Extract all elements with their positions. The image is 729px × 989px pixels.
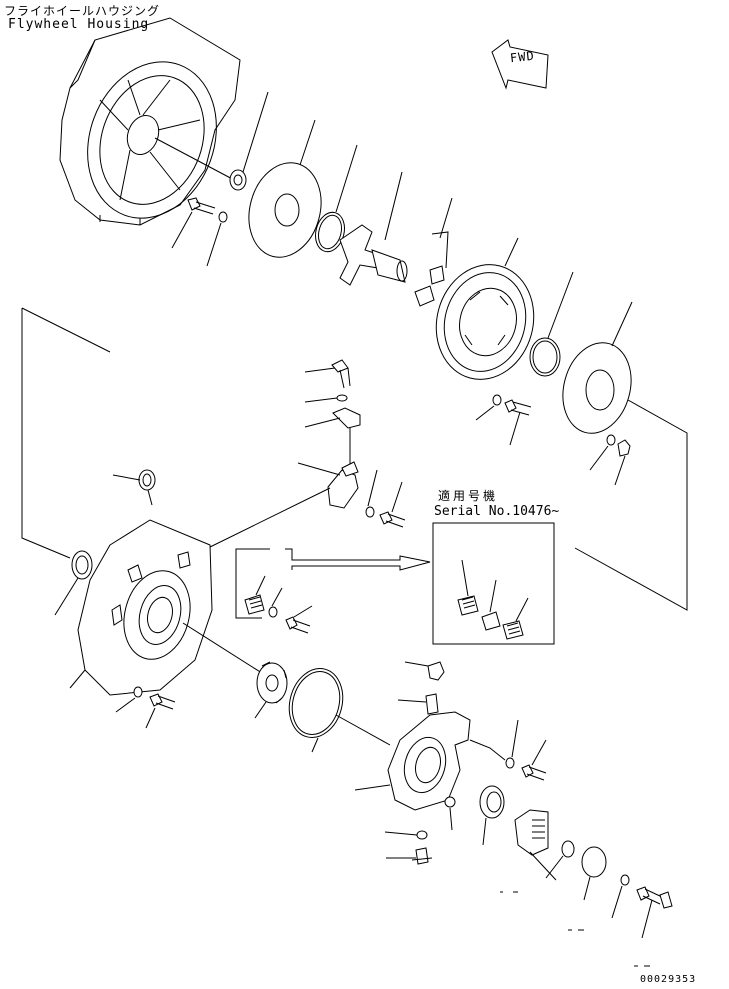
bolt (171, 197, 216, 249)
o-ring (288, 668, 391, 753)
serial-note-japanese: 適用号機 (438, 489, 499, 503)
washer (611, 874, 630, 919)
flywheel-housing (59, 17, 241, 226)
serial-detail-box (432, 522, 555, 645)
detail-callout (235, 548, 431, 634)
fitting (397, 693, 439, 715)
bolt (504, 399, 532, 446)
oil-seal (479, 785, 505, 846)
drain-plug (386, 847, 433, 865)
cap (581, 846, 607, 901)
title-english: Flywheel Housing (8, 17, 150, 32)
eye-bolt (112, 469, 156, 506)
bolt (636, 886, 673, 939)
nut (614, 439, 631, 486)
title-japanese: フライホイールハウジング (4, 4, 161, 18)
bolt (444, 796, 456, 831)
pump-housing (354, 711, 506, 811)
coupling-shaft (339, 171, 408, 286)
spacer (545, 840, 575, 879)
plug (404, 661, 445, 681)
gear-housing (69, 519, 266, 696)
cover-plate (562, 301, 633, 434)
o-ring (315, 144, 358, 253)
assembly-bracket (21, 308, 71, 559)
washer (589, 434, 616, 471)
bolt (304, 359, 351, 389)
washer (304, 394, 348, 403)
nut (229, 91, 269, 191)
washer (206, 211, 228, 267)
sleeve (414, 197, 453, 307)
filter-cap (514, 809, 557, 881)
bracket (304, 407, 361, 465)
damper-housing (435, 237, 535, 380)
plug (384, 830, 428, 840)
assembly-bracket (21, 307, 111, 353)
serial-note-english: Serial No.10476~ (434, 504, 560, 519)
document-number: 00029353 (640, 974, 697, 985)
oil-seal (54, 550, 93, 616)
gear (254, 661, 288, 719)
sensor-bracket (207, 461, 359, 549)
washer (115, 686, 143, 713)
leader-line (154, 137, 239, 183)
o-ring (529, 271, 574, 377)
bolt (145, 693, 176, 729)
fwd-arrow-icon (491, 39, 549, 90)
bolt (379, 481, 406, 528)
assembly-bracket (574, 399, 688, 611)
washer (475, 394, 502, 421)
drive-plate (248, 119, 322, 258)
washer (505, 719, 519, 769)
washer (365, 469, 378, 518)
bolt (521, 739, 547, 781)
